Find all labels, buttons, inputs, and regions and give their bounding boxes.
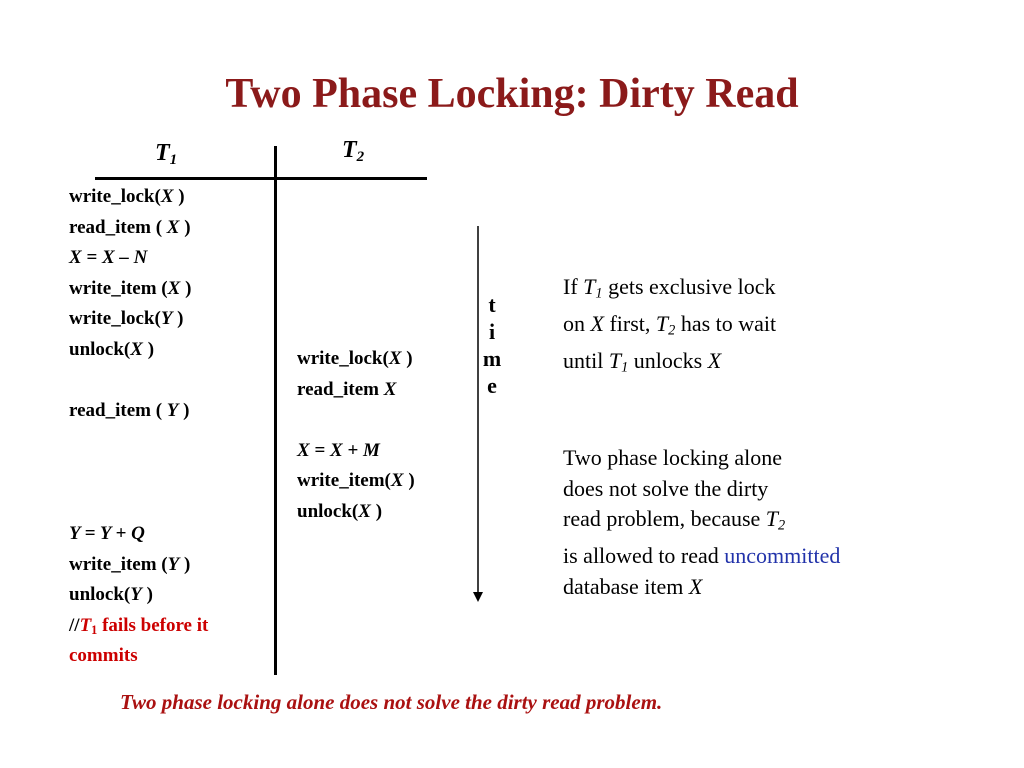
t1-failure-comment: //T1 fails before it bbox=[69, 614, 209, 637]
t1-operations: write_lock(X ) read_item ( X ) X = X – N… bbox=[69, 182, 191, 426]
t1-unlock-y: unlock(Y ) bbox=[69, 584, 153, 605]
t2-operations: write_lock(X ) read_item X X = X + M wri… bbox=[297, 344, 415, 527]
slide-title: Two Phase Locking: Dirty Read bbox=[225, 71, 799, 117]
footer-note: Two phase locking alone does not solve t… bbox=[120, 690, 663, 714]
t1-unlock-x: unlock(X ) bbox=[69, 338, 155, 360]
dirty-read-explanation: Two phase locking alone does not solve t… bbox=[563, 445, 841, 599]
t2-assign-x: X = X + M bbox=[297, 439, 380, 461]
t2-read-item-x: read_item X bbox=[297, 378, 397, 400]
t1-assign-y: Y = Y + Q bbox=[69, 523, 145, 544]
t1-read-item-x: read_item ( X ) bbox=[69, 216, 191, 238]
lock-explanation: If T1 gets exclusive lock on X first, T2… bbox=[563, 274, 777, 376]
t1-failure-comment-cont: commits bbox=[69, 645, 138, 666]
t1-header: T1 bbox=[155, 140, 178, 168]
t1-operations-later: Y = Y + Q write_item (Y ) unlock(Y ) //T… bbox=[69, 519, 208, 672]
time-arrow bbox=[473, 226, 483, 602]
time-label: t i m e bbox=[482, 292, 502, 398]
column-divider bbox=[274, 146, 277, 675]
t2-unlock-x: unlock(X ) bbox=[297, 500, 383, 522]
t1-assign-x: X = X – N bbox=[69, 247, 148, 268]
header-divider bbox=[95, 177, 427, 180]
t1-write-item-x: write_item (X ) bbox=[69, 277, 192, 299]
t2-write-lock-x: write_lock(X ) bbox=[297, 348, 413, 369]
t1-read-item-y: read_item ( Y ) bbox=[69, 399, 190, 421]
uncommitted-highlight: uncommitted bbox=[724, 543, 841, 569]
t2-write-item-x: write_item(X ) bbox=[297, 470, 415, 491]
t1-write-lock-x: write_lock(X ) bbox=[69, 186, 185, 207]
t2-header: T2 bbox=[342, 137, 365, 165]
t1-write-item-y: write_item (Y ) bbox=[69, 553, 191, 575]
t1-write-lock-y: write_lock(Y ) bbox=[69, 308, 184, 329]
